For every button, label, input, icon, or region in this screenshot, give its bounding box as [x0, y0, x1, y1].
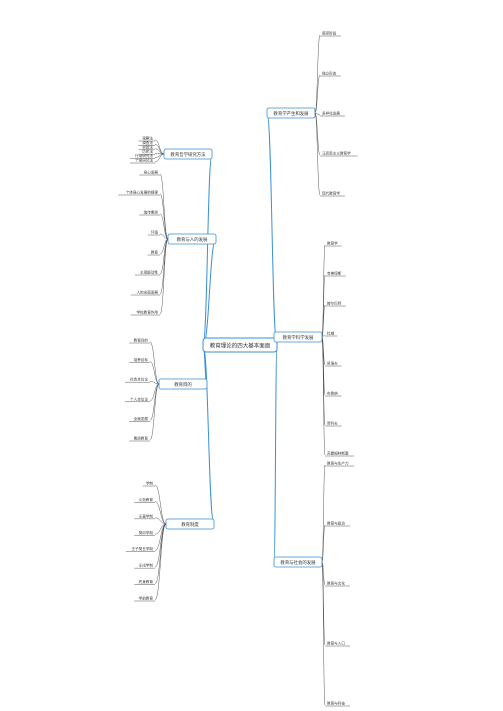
- branch-label-b2: 教育与人的发展: [177, 236, 208, 243]
- branch-label-b4: 教育制度: [181, 521, 199, 528]
- branch-label-b6: 教育学科学发展: [283, 334, 314, 341]
- leaf-b2-1[interactable]: 个体身心发展的规律: [126, 190, 159, 195]
- leaf-edge-b5-2: [314, 112, 321, 116]
- leaf-b7-4[interactable]: 教育与科技: [327, 701, 345, 706]
- leaf-b3-3[interactable]: 个人本位论: [130, 396, 148, 401]
- leaf-edge-b7-0: [321, 464, 326, 563]
- leaf-edge-b4-1: [154, 501, 167, 525]
- leaf-b6-3[interactable]: 杜威: [327, 331, 335, 336]
- branch-label-b5: 教育学产生和发展: [273, 110, 309, 117]
- leaf-b2-4[interactable]: 教育: [151, 250, 159, 255]
- leaf-b1-2[interactable]: 实验法: [142, 144, 153, 149]
- leaf-b4-6[interactable]: 终身教育: [139, 579, 154, 584]
- leaf-edge-b2-2: [159, 213, 169, 240]
- root-edge-b7: [273, 344, 278, 563]
- leaf-edge-b4-2: [154, 517, 167, 525]
- root-node-label: 教育理论的四大基本面面: [210, 342, 271, 350]
- branch-label-b7: 教育与社会的发展: [280, 559, 316, 566]
- leaf-b5-0[interactable]: 萌芽阶段: [322, 31, 337, 36]
- branch-node-b1[interactable]: [163, 148, 213, 160]
- leaf-b4-1[interactable]: 义务教育: [139, 497, 154, 502]
- leaf-b5-4[interactable]: 现代教育学: [322, 191, 340, 196]
- leaf-b3-2[interactable]: 社会本位论: [130, 377, 148, 382]
- leaf-edge-b2-1: [159, 193, 169, 240]
- leaf-b2-3[interactable]: 环境: [151, 230, 159, 235]
- leaf-b1-4[interactable]: 行动研究法: [135, 153, 153, 158]
- leaf-b7-0[interactable]: 教育与生产力: [327, 461, 349, 466]
- leaf-b7-2[interactable]: 教育与文化: [327, 581, 345, 586]
- leaf-b2-0[interactable]: 身心发展: [144, 170, 159, 175]
- leaf-b3-1[interactable]: 培养目标: [134, 357, 149, 362]
- leaf-edge-b3-4: [149, 383, 160, 421]
- leaf-b6-5[interactable]: 布鲁纳: [327, 391, 338, 396]
- leaf-b6-2[interactable]: 赫尔巴特: [327, 301, 342, 306]
- leaf-b1-3[interactable]: 历史法: [142, 149, 153, 154]
- leaf-edge-b5-1: [314, 74, 321, 114]
- leaf-b4-2[interactable]: 壬寅学制: [139, 513, 154, 518]
- leaf-edge-b3-0: [149, 341, 160, 385]
- leaf-b7-1[interactable]: 教育与政治: [327, 521, 345, 526]
- branch-node-b7[interactable]: [273, 556, 323, 568]
- leaf-edge-b4-0: [154, 484, 167, 525]
- leaf-b2-6[interactable]: 人的全面发展: [136, 290, 158, 295]
- leaf-edge-b5-3: [314, 112, 321, 156]
- branch-node-b6[interactable]: [273, 331, 323, 343]
- leaf-b2-7[interactable]: 学校教育作用: [136, 310, 158, 315]
- leaf-b2-5[interactable]: 主观能动性: [140, 270, 158, 275]
- leaf-edge-b1-5: [154, 153, 165, 163]
- branch-label-b1: 教育哲学研究方法: [170, 151, 206, 158]
- root-edge-b1: [202, 153, 213, 346]
- leaf-b3-5[interactable]: 素质教育: [134, 436, 149, 441]
- leaf-edge-b6-7: [321, 336, 326, 456]
- leaf-b4-3[interactable]: 癸卯学制: [139, 530, 154, 535]
- leaf-b5-2[interactable]: 多样化发展: [322, 111, 340, 116]
- connector-lines: [118, 34, 358, 707]
- leaf-b3-4[interactable]: 全面发展: [134, 416, 149, 421]
- leaf-b4-4[interactable]: 壬子癸丑学制: [131, 546, 153, 551]
- leaf-edge-b7-4: [321, 561, 326, 706]
- leaf-b2-2[interactable]: 遗传素质: [144, 210, 159, 215]
- leaf-b4-7[interactable]: 学前教育: [139, 596, 154, 601]
- leaf-b6-7[interactable]: 苏霍姆林斯基: [327, 451, 349, 456]
- leaf-edge-b2-7: [159, 238, 169, 315]
- leaf-edge-b3-2: [149, 381, 160, 385]
- leaf-edge-b6-6: [321, 336, 326, 426]
- nodes-layer: 教育理论的四大基本面面 教育哲学研究方法 观察法调查法实验法历史法行动研究法个案研究…: [126, 31, 351, 706]
- leaf-b4-0[interactable]: 学制: [146, 481, 154, 486]
- leaf-edge-b2-4: [159, 238, 169, 255]
- leaf-edge-b5-0: [314, 34, 321, 114]
- leaf-edge-b3-5: [149, 383, 160, 441]
- leaf-edge-b2-3: [159, 233, 169, 240]
- leaf-b6-4[interactable]: 凯洛夫: [327, 361, 338, 366]
- leaf-b6-1[interactable]: 夸美纽斯: [327, 271, 342, 276]
- leaf-edge-b4-3: [154, 523, 167, 535]
- root-edge-b4: [202, 344, 215, 525]
- branch-node-b2[interactable]: [167, 233, 217, 245]
- leaf-b4-5[interactable]: 壬戌学制: [139, 563, 154, 568]
- leaf-edge-b4-6: [154, 523, 167, 584]
- leaf-edge-b2-0: [159, 173, 169, 240]
- leaf-b1-1[interactable]: 调查法: [142, 140, 153, 145]
- leaf-b5-1[interactable]: 独立形态: [322, 71, 337, 76]
- leaf-b3-0[interactable]: 教育目的: [134, 338, 149, 343]
- branch-node-b4[interactable]: [165, 518, 215, 530]
- leaf-b6-0[interactable]: 教育学: [327, 241, 338, 246]
- leaf-b6-6[interactable]: 赞科夫: [327, 421, 338, 426]
- leaf-b5-3[interactable]: 马克思主义教育学: [322, 151, 351, 156]
- leaf-b7-3[interactable]: 教育与人口: [327, 641, 345, 646]
- branch-node-b3[interactable]: [158, 378, 208, 390]
- leaf-b1-0[interactable]: 观察法: [142, 136, 153, 141]
- leaf-edge-b7-3: [321, 561, 326, 646]
- branch-node-b5[interactable]: [266, 107, 316, 119]
- root-edge-b5: [266, 112, 278, 346]
- leaf-edge-b5-4: [314, 112, 321, 196]
- leaf-b1-5[interactable]: 个案研究法: [135, 158, 153, 163]
- leaf-edge-b3-3: [149, 383, 160, 401]
- leaf-edge-b3-1: [149, 361, 160, 385]
- leaf-edge-b4-7: [154, 523, 167, 601]
- branch-label-b3: 教育目的: [174, 381, 192, 388]
- leaf-edge-b1-0: [154, 139, 165, 155]
- root-node-box[interactable]: [202, 337, 278, 353]
